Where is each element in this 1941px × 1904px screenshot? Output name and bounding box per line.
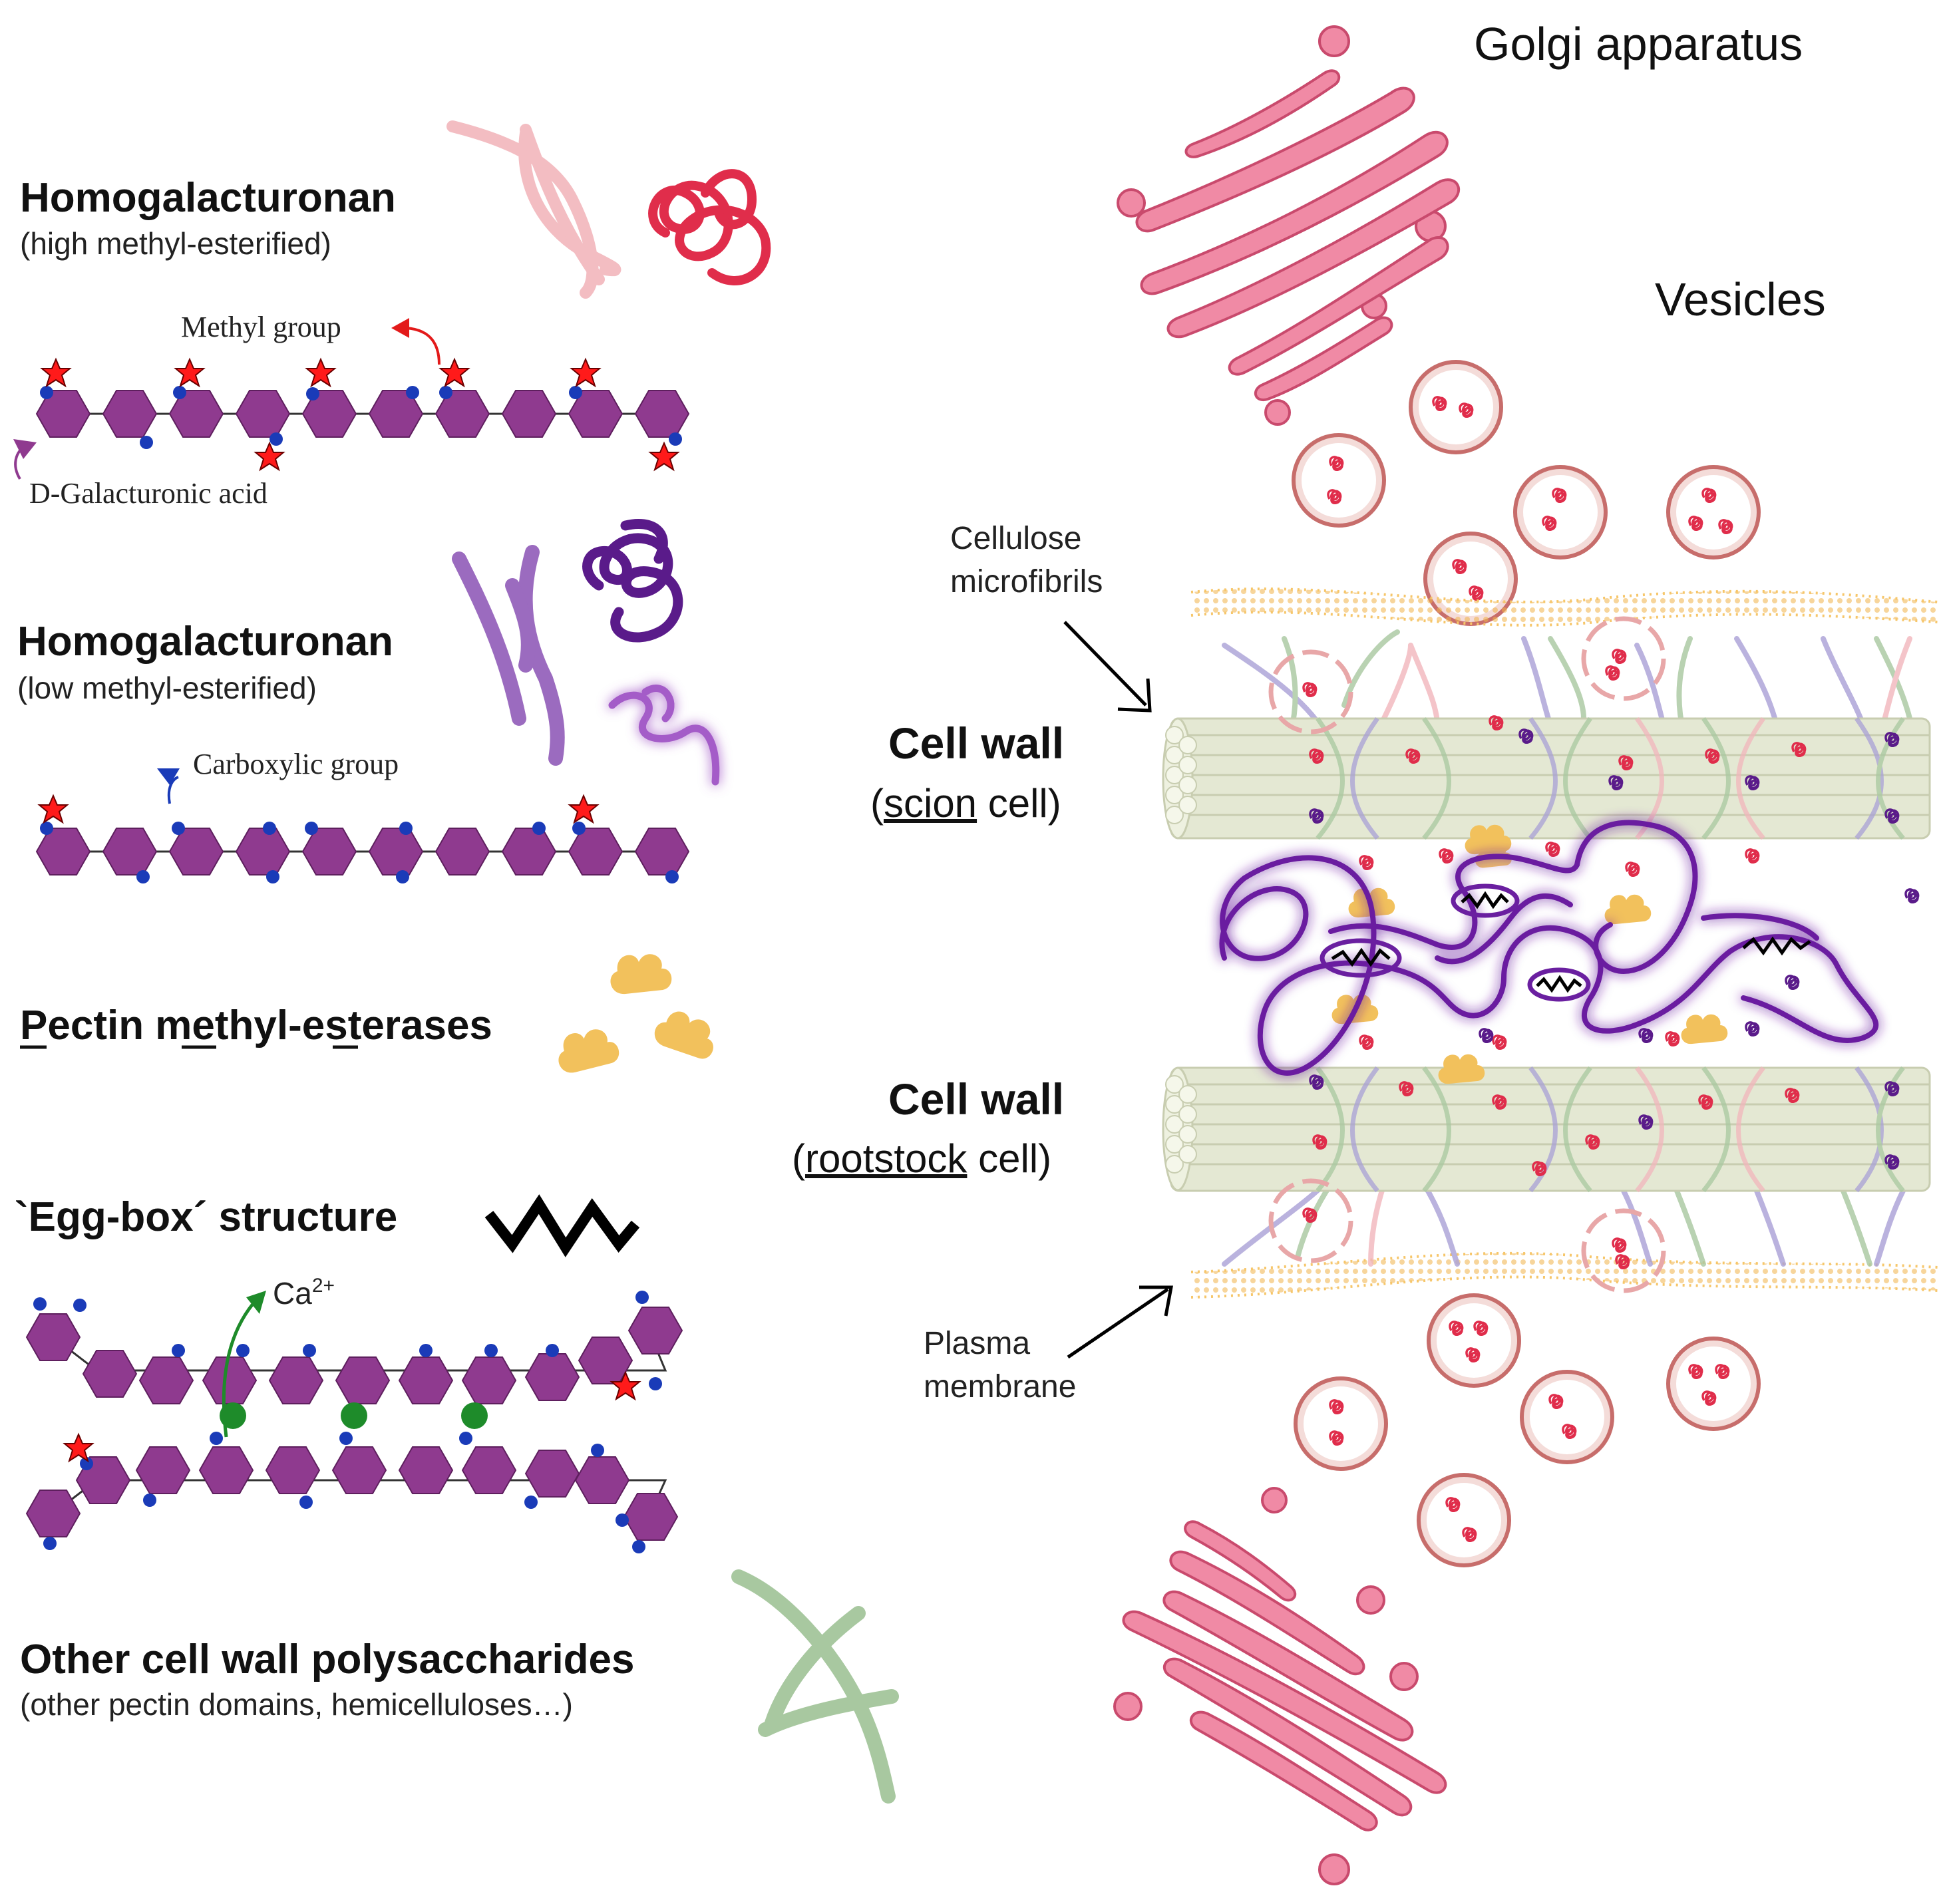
ca-arrowhead	[246, 1291, 266, 1314]
hg-high-title: Homogalacturonan	[20, 175, 396, 221]
wall-polysaccharide-lines-top	[1222, 629, 1912, 734]
eggbox-junction-borders	[1320, 883, 1591, 1002]
eggbox-chain-bottom	[26, 1432, 678, 1553]
wall-rootstock-title: Cell wall	[888, 1074, 1064, 1124]
microfibril-bundle-rootstock	[1162, 1066, 1931, 1193]
hg-low-subtitle: (low methyl-esterified)	[17, 671, 317, 705]
galacturonic-acid-label: D-Galacturonic acid	[29, 477, 267, 510]
cellulose-arrow	[1063, 621, 1152, 713]
eggbox-zigzag-icon	[484, 1194, 640, 1257]
hg-high-strand-icon	[446, 120, 621, 299]
wall-scion-title: Cell wall	[888, 718, 1064, 768]
golgi-label: Golgi apparatus	[1474, 18, 1803, 70]
pme-title: Pectin methyl-esterases	[20, 1003, 492, 1048]
vesicles-top	[1292, 360, 1761, 626]
vesicle	[1427, 1293, 1521, 1388]
vesicles-label: Vesicles	[1655, 273, 1826, 325]
wall-polysaccharide-lines-bottom	[1222, 1182, 1906, 1267]
other-title: Other cell wall polysaccharides	[20, 1637, 635, 1682]
cellulose-label-line1: Cellulose	[950, 521, 1081, 556]
methyl-group-arrowhead	[391, 318, 409, 338]
hg-low-loose-icon	[608, 685, 720, 786]
vesicle	[1513, 465, 1608, 559]
ca-label: Ca2+	[273, 1275, 335, 1311]
plasma-membrane-label-line2: membrane	[924, 1369, 1076, 1404]
hg-high-chain	[36, 359, 689, 470]
pme-enzymes-wall	[1331, 824, 1728, 1084]
vesicle	[1292, 433, 1386, 528]
wall-scion-subtitle: (scion cell)	[870, 781, 1061, 826]
golgi-top-icon	[1117, 25, 1461, 426]
carboxylic-arrow	[167, 776, 179, 804]
other-poly-icon	[731, 1569, 899, 1804]
hg-low-chain	[36, 795, 689, 883]
hg-low-strand-icon	[452, 545, 565, 766]
carboxylic-group-label: Carboxylic group	[193, 748, 399, 780]
hg-high-coil-icon	[648, 169, 771, 285]
eggbox-chain-top	[26, 1291, 683, 1404]
vesicle	[1417, 1473, 1511, 1567]
plasma-membrane-bottom	[1190, 1251, 1938, 1299]
fusing-vesicles	[1268, 616, 1666, 1293]
carboxylic-arrowhead	[157, 768, 180, 785]
calcium-ions	[220, 1402, 488, 1429]
vesicle	[1294, 1376, 1388, 1471]
hg-high-subtitle: (high methyl-esterified)	[20, 226, 331, 261]
cellulose-label-line2: microfibrils	[950, 564, 1103, 599]
vesicle	[1666, 465, 1761, 559]
microfibril-bundle-scion	[1162, 715, 1931, 840]
plasma-membrane-top	[1190, 587, 1938, 627]
plasma-membrane-label-line1: Plasma	[924, 1326, 1030, 1361]
vesicle	[1520, 1370, 1614, 1464]
hg-low-title: Homogalacturonan	[17, 619, 393, 665]
vesicle	[1409, 360, 1503, 454]
plasma-membrane-arrow	[1067, 1285, 1174, 1359]
methyl-group-label: Methyl group	[181, 311, 341, 343]
eggbox-junctions	[1331, 891, 1811, 993]
pme-icon	[554, 954, 723, 1074]
other-subtitle: (other pectin domains, hemicelluloses…)	[20, 1687, 573, 1722]
golgi-bottom-icon	[1113, 1487, 1447, 1885]
vesicles-bottom	[1294, 1293, 1761, 1567]
galacturonic-arrowhead	[13, 439, 37, 459]
hg-low-coil-icon	[582, 518, 683, 643]
eggbox-title: `Egg-box´ structure	[15, 1194, 397, 1240]
methyl-group-arrow	[405, 327, 441, 365]
wall-rootstock-subtitle: (rootstock cell)	[792, 1136, 1051, 1181]
ca-arrow	[222, 1303, 254, 1438]
vesicle	[1666, 1337, 1761, 1431]
